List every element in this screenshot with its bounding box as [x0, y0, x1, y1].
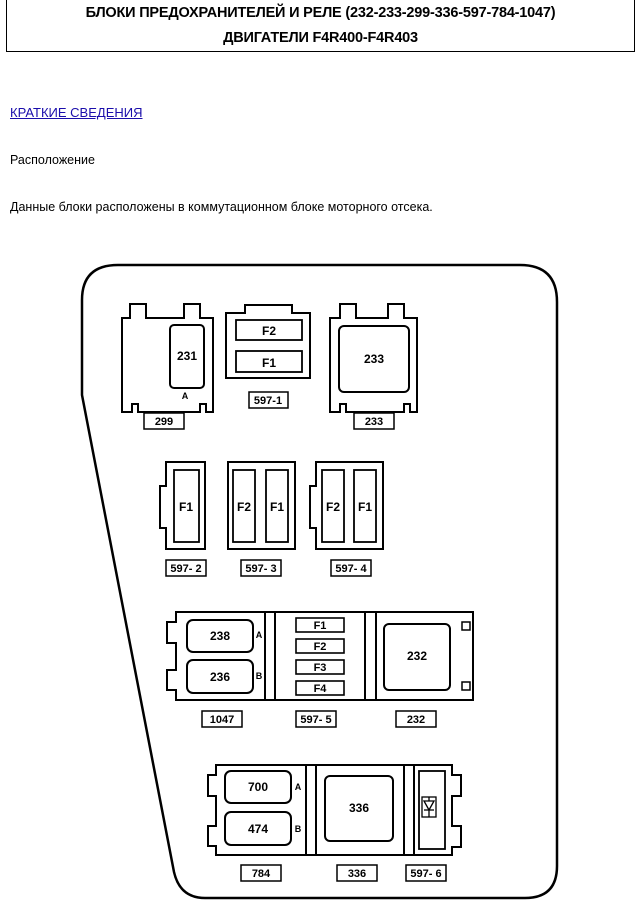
fuse-block-597-3 [227, 461, 296, 550]
block-number-label: 597- 6 [410, 868, 441, 880]
tag-233 [353, 412, 395, 430]
fuse-f1-label: F1 [314, 620, 327, 632]
relay-232-label: 232 [407, 649, 427, 663]
fuse-block-597-4 [309, 461, 384, 550]
tag-597-2 [165, 559, 207, 577]
combined-block-784 [207, 764, 462, 856]
block-number-label: 784 [252, 868, 271, 880]
fuse-f4-label: F4 [314, 683, 328, 695]
tag-597-5 [295, 710, 337, 728]
block-number-label: 233 [365, 416, 383, 428]
fuse-block-597-2 [159, 461, 206, 550]
block-number-label: 597-1 [254, 395, 282, 407]
tag-1047 [201, 710, 243, 728]
fuse-f1-label: F1 [179, 500, 193, 514]
relay-236-label: 236 [210, 670, 230, 684]
block-number-label: 336 [348, 868, 366, 880]
relay-233-label: 233 [364, 352, 384, 366]
relay-block-233 [329, 303, 418, 413]
fuse-f1-label: F1 [358, 500, 372, 514]
pin-b-label: B [256, 671, 263, 681]
fuse-block-597-1 [225, 304, 311, 379]
block-number-label: 597- 5 [300, 714, 331, 726]
page-subtitle: ДВИГАТЕЛИ F4R400-F4R403 [223, 30, 418, 46]
fuse-f1-label: F1 [262, 356, 276, 370]
block-number-label: 1047 [210, 714, 234, 726]
panel-outline [80, 263, 559, 900]
page-title: БЛОКИ ПРЕДОХРАНИТЕЛЕЙ И РЕЛЕ (232-233-29… [85, 5, 556, 21]
fuse-f3-label: F3 [314, 662, 327, 674]
tag-597-6 [405, 864, 447, 882]
relay-block-299 [121, 303, 214, 413]
header-box: БЛОКИ ПРЕДОХРАНИТЕЛЕЙ И РЕЛЕ (232-233-29… [6, 0, 635, 52]
block-number-label: 597- 2 [170, 563, 201, 575]
fuse-f2-label: F2 [314, 641, 327, 653]
relay-231-label: 231 [177, 349, 197, 363]
summary-link[interactable]: КРАТКИЕ СВЕДЕНИЯ [10, 105, 143, 120]
block-number-label: 597- 3 [245, 563, 276, 575]
pin-b-label: B [295, 824, 302, 834]
pin-a-label: A [182, 391, 189, 401]
relay-238-label: 238 [210, 629, 230, 643]
section-heading-location: Расположение [10, 153, 95, 167]
location-description: Данные блоки расположены в коммутационно… [10, 200, 433, 214]
fuse-f1-label: F1 [270, 500, 284, 514]
block-number-label: 597- 4 [335, 563, 367, 575]
pin-a-label: A [295, 782, 302, 792]
diode-icon [421, 796, 437, 818]
tag-336 [336, 864, 378, 882]
fuse-f2-label: F2 [237, 500, 251, 514]
tag-299 [143, 412, 185, 430]
tag-232 [395, 710, 437, 728]
tag-597-1 [248, 391, 289, 409]
block-number-label: 232 [407, 714, 425, 726]
relay-336-label: 336 [349, 801, 369, 815]
tag-597-3 [240, 559, 282, 577]
tag-597-4 [330, 559, 372, 577]
relay-700-label: 700 [248, 780, 268, 794]
combined-block-1047 [166, 611, 474, 701]
block-number-label: 299 [155, 416, 173, 428]
pin-a-label: A [256, 630, 263, 640]
fuse-f2-label: F2 [262, 324, 276, 338]
fuse-f2-label: F2 [326, 500, 340, 514]
relay-474-label: 474 [248, 822, 268, 836]
tag-784 [240, 864, 282, 882]
